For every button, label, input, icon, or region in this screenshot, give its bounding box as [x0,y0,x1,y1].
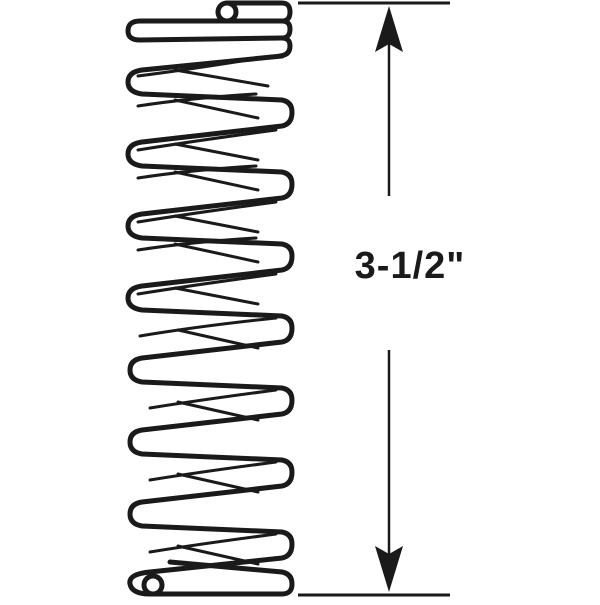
spring-back-strands [136,54,278,566]
dimension-marker [298,1,450,597]
spring-top-end-circle [215,0,239,24]
arrow-up-icon [375,6,403,52]
spring-coils [125,0,295,597]
spring-bottom-end-circle [141,573,165,597]
spring-front-strand [125,53,295,575]
spring-first-coil [125,18,285,43]
spring-bottom-end-loop [127,559,295,597]
dimension-label: 3-1/2" [354,245,466,287]
arrow-down-icon [375,546,403,592]
